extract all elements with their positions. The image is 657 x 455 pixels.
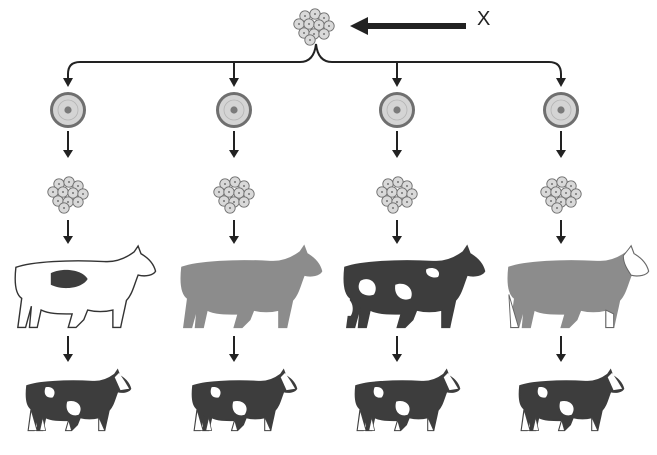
surrogate-cow-4 xyxy=(507,245,650,329)
embryo-cluster-2 xyxy=(214,177,254,213)
embryo-cluster-3 xyxy=(377,177,417,213)
surrogate-cow-1 xyxy=(14,245,157,329)
arrow-oocyte-to-embryo-3-head xyxy=(392,150,402,158)
arrow-oocyte-to-embryo-1-head xyxy=(63,150,73,158)
branch-arrowhead-4 xyxy=(556,78,566,87)
arrow-embryo-to-cow-2-head xyxy=(229,236,239,244)
offspring-calf-3 xyxy=(354,369,461,432)
oocyte-3 xyxy=(379,92,415,128)
surrogate-cow-2 xyxy=(180,245,323,329)
embryo-cluster-4 xyxy=(541,177,581,213)
offspring-calf-2 xyxy=(191,369,298,432)
arrow-embryo-to-cow-1-head xyxy=(63,236,73,244)
branch-arrowhead-2 xyxy=(229,78,239,87)
x-arrow-head xyxy=(350,17,368,35)
branch-bracket xyxy=(67,43,562,82)
arrow-embryo-to-cow-4-head xyxy=(556,236,566,244)
arrow-oocyte-to-embryo-4-head xyxy=(556,150,566,158)
branch-arrowhead-1 xyxy=(63,78,73,87)
arrow-cow-to-offspring-2-head xyxy=(229,354,239,362)
offspring-calf-4 xyxy=(518,369,625,432)
x-label: X xyxy=(477,8,491,30)
oocyte-4 xyxy=(543,92,579,128)
embryo-cluster-1 xyxy=(48,177,88,213)
oocyte-1 xyxy=(50,92,86,128)
donor-cell-cluster xyxy=(294,9,334,45)
oocyte-2 xyxy=(216,92,252,128)
arrow-cow-to-offspring-1-head xyxy=(63,354,73,362)
branch-arrowhead-3 xyxy=(392,78,402,87)
arrow-cow-to-offspring-4-head xyxy=(556,354,566,362)
offspring-calf-1 xyxy=(25,369,132,432)
arrow-cow-to-offspring-3-head xyxy=(392,354,402,362)
arrow-embryo-to-cow-3-head xyxy=(392,236,402,244)
arrow-oocyte-to-embryo-2-head xyxy=(229,150,239,158)
surrogate-cow-3 xyxy=(343,245,486,329)
